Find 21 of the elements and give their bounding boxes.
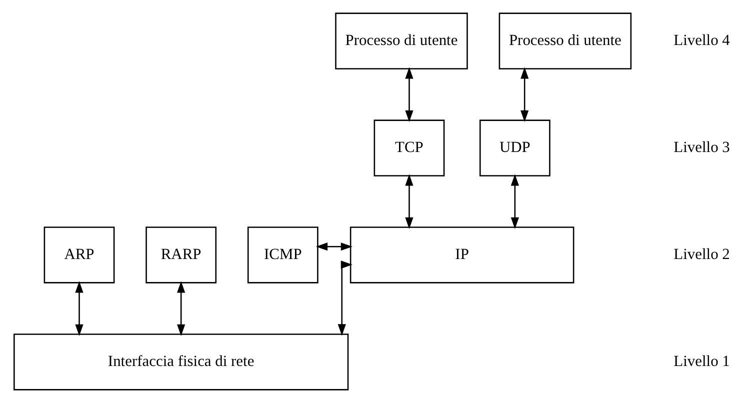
node-box: Processo di utente xyxy=(334,12,468,70)
arrow xyxy=(315,242,352,251)
label: Livello 1 xyxy=(673,352,730,370)
node-box: IP xyxy=(349,226,574,284)
label: Livello 2 xyxy=(673,246,730,263)
label: Livello 3 xyxy=(673,139,730,156)
arrow xyxy=(520,67,528,122)
node-box: Processo di utente xyxy=(498,12,632,70)
arrow xyxy=(404,67,413,122)
arrow xyxy=(404,174,413,230)
node-box: TCP xyxy=(373,120,444,176)
node-box: ICMP xyxy=(246,226,318,284)
node-box: RARP xyxy=(145,226,216,284)
arrow xyxy=(510,174,518,230)
arrow xyxy=(176,281,185,336)
arrow xyxy=(337,260,352,336)
node-box: Interfaccia fisica di rete xyxy=(13,334,348,390)
arrow xyxy=(74,281,83,336)
label: Livello 4 xyxy=(673,32,730,50)
node-box: UDP xyxy=(478,120,550,176)
node-box: ARP xyxy=(43,226,114,284)
